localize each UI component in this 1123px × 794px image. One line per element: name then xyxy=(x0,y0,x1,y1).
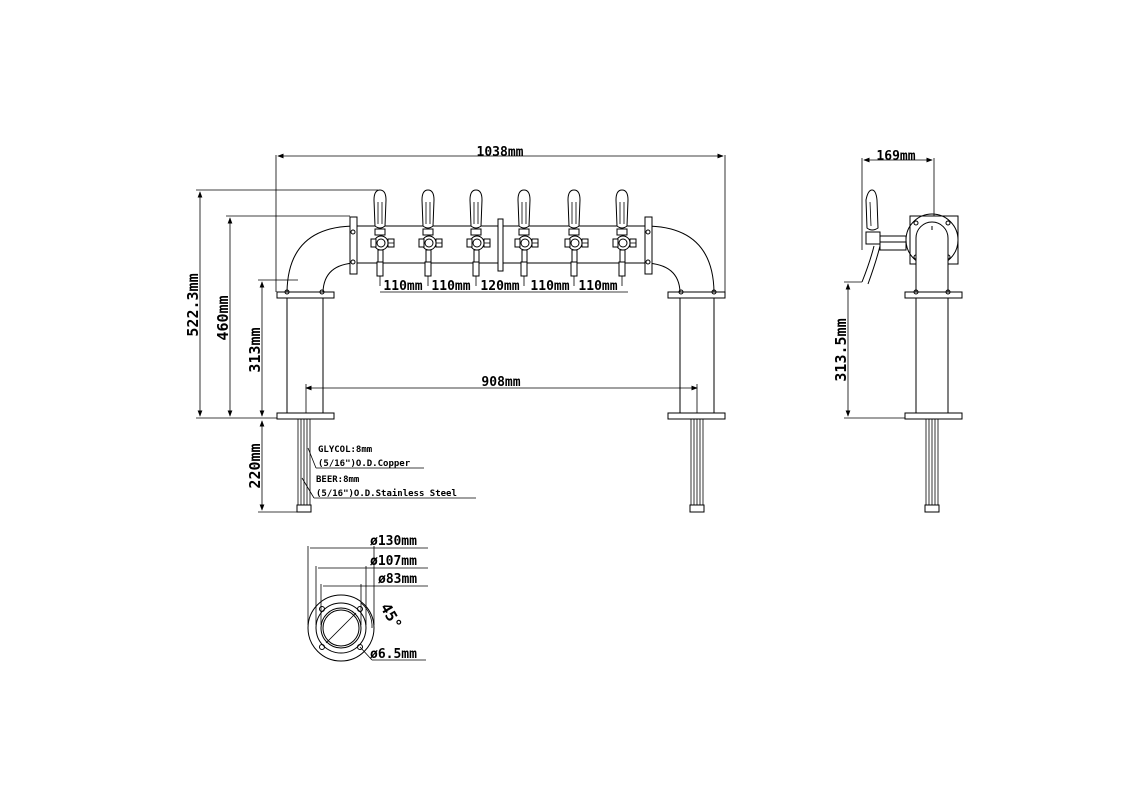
glycol-note-line1: GLYCOL:8mm xyxy=(318,445,373,455)
left-tubes xyxy=(296,419,312,513)
glycol-note-line2: (5/16")O.D.Copper xyxy=(318,459,411,469)
beer-tap xyxy=(418,189,443,286)
inner-diameter-label: ø83mm xyxy=(378,572,417,587)
tap-spacing-2: 110mm xyxy=(431,279,470,294)
below-counter-label: 220mm xyxy=(246,443,264,488)
right-tubes xyxy=(689,419,705,513)
beer-tap xyxy=(370,189,395,286)
tap-spacing-4: 110mm xyxy=(530,279,569,294)
base-span-label: 908mm xyxy=(481,375,520,390)
beer-tap xyxy=(612,189,637,286)
front-view: 1038mm 908mm 522.3mm 460mm 313mm 220mm 1… xyxy=(184,145,726,513)
side-view: 169mm 313.5 xyxy=(832,149,963,513)
tap-spacing-5: 110mm xyxy=(578,279,617,294)
beer-tap xyxy=(564,189,589,286)
side-column-height-label: 313.5mm xyxy=(832,318,850,381)
tap-group xyxy=(370,189,637,286)
overall-width-label: 1038mm xyxy=(477,145,524,160)
bolt-circle-label: ø107mm xyxy=(370,554,417,569)
depth-label: 169mm xyxy=(876,149,915,164)
column-height-label: 313mm xyxy=(246,327,264,372)
beer-note-line1: BEER:8mm xyxy=(316,475,360,485)
tap-spacing-1: 110mm xyxy=(383,279,422,294)
hole-diameter-label: ø6.5mm xyxy=(370,647,417,662)
beer-tap xyxy=(466,189,491,286)
total-height-label: 522.3mm xyxy=(184,273,202,336)
beer-note-line2: (5/16")O.D.Stainless Steel xyxy=(316,488,457,499)
outer-diameter-label: ø130mm xyxy=(370,534,417,549)
beer-tap xyxy=(514,189,539,286)
angle-label: 45° xyxy=(377,600,406,632)
base-plate-detail: ø130mm ø107mm ø83mm 45° ø6.5mm xyxy=(307,534,428,662)
tap-spacing-3: 120mm xyxy=(480,279,519,294)
bar-height-label: 460mm xyxy=(214,295,232,340)
